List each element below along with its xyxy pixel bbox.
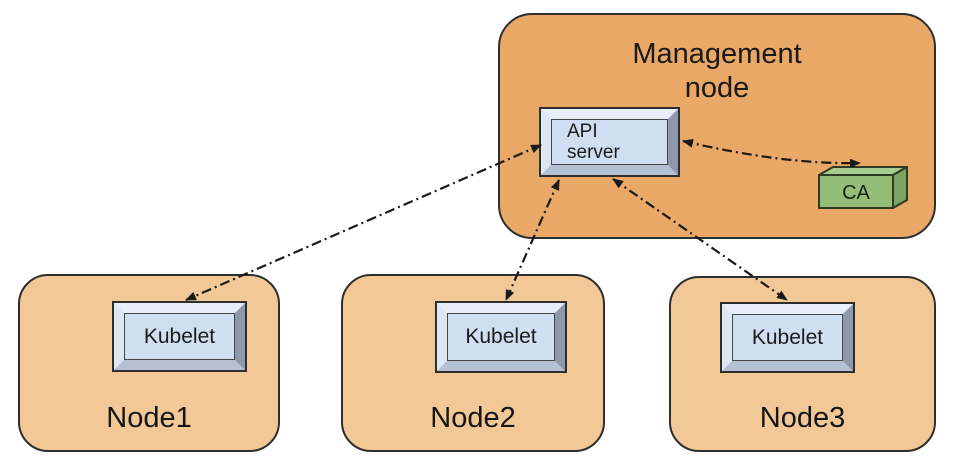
api-server-bevel: API server	[541, 109, 678, 175]
kubelet-label-node2: Kubelet	[465, 325, 537, 348]
node-1-label: Node1	[106, 402, 192, 434]
api-server-label: API server	[567, 121, 620, 163]
kubelet-bevel: Kubelet	[722, 304, 853, 371]
kubelet-label-node3: Kubelet	[751, 325, 824, 349]
api-server-face: API server	[551, 119, 668, 165]
kubelet-face: Kubelet	[124, 313, 235, 360]
kubelet-face: Kubelet	[447, 313, 555, 361]
api-server-box: API server	[539, 107, 680, 177]
management-node-title: Management node	[632, 38, 802, 104]
kubelet-bevel: Kubelet	[437, 303, 565, 371]
kubelet-box-node1: Kubelet	[112, 301, 247, 372]
node-3-label: Node3	[759, 402, 846, 434]
node-2-label: Node2	[430, 402, 516, 434]
kubelet-face: Kubelet	[732, 314, 843, 361]
kubelet-box-node2: Kubelet	[435, 301, 567, 373]
kubelet-label-node1: Kubelet	[143, 324, 216, 348]
kubelet-box-node3: Kubelet	[720, 302, 855, 373]
kubelet-bevel: Kubelet	[114, 303, 245, 370]
